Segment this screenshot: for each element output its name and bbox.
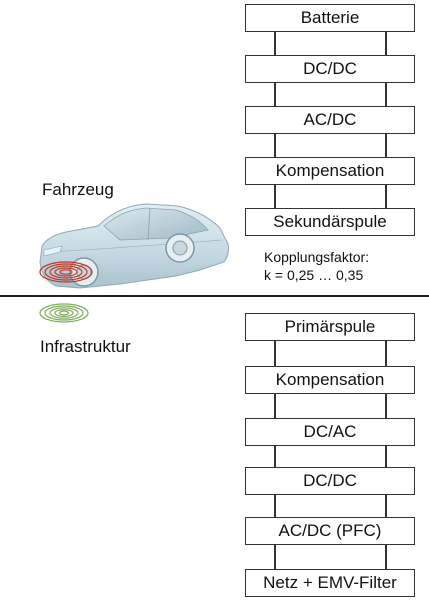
infra-connector-left bbox=[274, 313, 276, 595]
coupling-line2: k = 0,25 … 0,35 bbox=[264, 267, 364, 283]
block-infra-kompensation: Kompensation bbox=[245, 366, 415, 394]
block-primaerspule: Primärspule bbox=[245, 313, 415, 341]
coupling-line1: Kopplungsfaktor: bbox=[264, 249, 370, 265]
block-sekundaerspule: Sekundärspule bbox=[245, 208, 415, 236]
block-vehicle-dcdc: DC/DC bbox=[245, 55, 415, 83]
infra-connector-right bbox=[385, 313, 387, 595]
coupling-annotation: Kopplungsfaktor: k = 0,25 … 0,35 bbox=[264, 248, 369, 284]
vehicle-label: Fahrzeug bbox=[42, 180, 114, 199]
block-dcac: DC/AC bbox=[245, 418, 415, 446]
block-acdc-pfc: AC/DC (PFC) bbox=[245, 517, 415, 545]
infrastructure-label: Infrastruktur bbox=[40, 337, 131, 356]
block-vehicle-kompensation: Kompensation bbox=[245, 157, 415, 185]
secondary-coil bbox=[39, 261, 93, 283]
block-batterie: Batterie bbox=[245, 4, 415, 32]
ground-divider bbox=[0, 295, 429, 297]
block-infra-dcdc: DC/DC bbox=[245, 467, 415, 495]
block-vehicle-acdc: AC/DC bbox=[245, 106, 415, 134]
car-wheel-rear bbox=[165, 233, 195, 263]
block-netz-emv: Netz + EMV-Filter bbox=[245, 569, 415, 597]
primary-coil bbox=[39, 303, 89, 323]
